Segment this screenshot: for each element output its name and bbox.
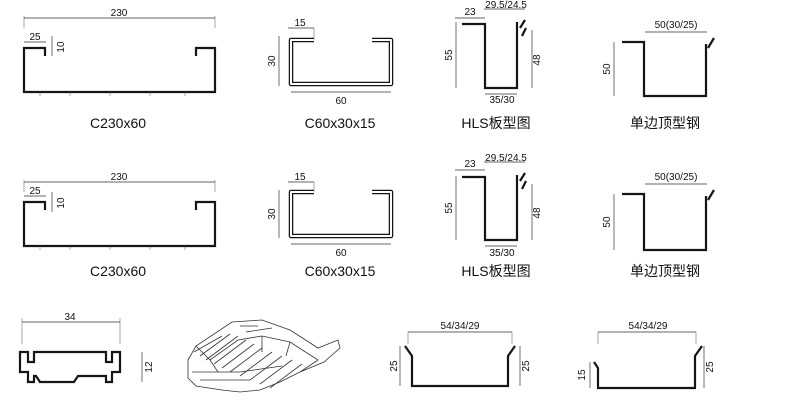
hls-top-left-label: 23 (464, 159, 476, 170)
rail-height-label: 12 (144, 361, 155, 373)
c60-drawing-row1: 15 30 60 C60x30x15 (267, 18, 394, 131)
rail-width-label: 34 (64, 312, 76, 323)
single-height-label: 50 (602, 216, 613, 228)
c60-lip-label: 15 (294, 172, 306, 183)
channel-b-left-label: 15 (577, 369, 588, 381)
single-top-label: 50(30/25) (655, 20, 698, 31)
channel-b-right-label: 25 (705, 361, 716, 373)
hls-right-height-label: 48 (532, 54, 543, 66)
channel-a-right-label: 25 (521, 360, 532, 372)
hls-top-right-label: 29.5/24.5 (485, 153, 527, 164)
c60-lip-label: 15 (294, 18, 306, 29)
c230-width-label: 230 (111, 8, 128, 19)
single-caption: 单边顶型钢 (630, 115, 700, 131)
single-top-label: 50(30/25) (655, 172, 698, 183)
c60-caption: C60x30x15 (305, 115, 376, 131)
channel-a-drawing: 54/34/29 25 25 (389, 321, 532, 388)
c230-lip-label: 25 (29, 186, 41, 197)
channel-b-width-label: 54/34/29 (629, 321, 668, 332)
single-height-label: 50 (602, 63, 613, 75)
c60-drawing-row2: 15 30 60 C60x30x15 (267, 172, 394, 279)
hls-left-height-label: 55 (444, 49, 455, 61)
c60-height-label: 30 (267, 55, 278, 67)
c230-width-label: 230 (111, 172, 128, 183)
c60-caption: C60x30x15 (305, 263, 376, 279)
hls-drawing-row2: 23 29.5/24.5 55 48 35/30 HLS板型图 (444, 153, 543, 279)
hls-caption: HLS板型图 (461, 115, 530, 131)
hls-right-height-label: 48 (532, 207, 543, 219)
channel-a-left-label: 25 (389, 360, 400, 372)
single-side-drawing-row2: 50(30/25) 50 单边顶型钢 (602, 172, 715, 279)
hls-bottom-label: 35/30 (489, 95, 514, 106)
hls-top-right-label: 29.5/24.5 (485, 0, 527, 11)
c60-width-label: 60 (335, 96, 347, 107)
hls-left-height-label: 55 (444, 202, 455, 214)
c230-drawing-row1: 230 25 10 C230x60 (22, 8, 217, 131)
corrugated-sheet-sketch (187, 319, 341, 393)
hls-caption: HLS板型图 (461, 263, 530, 279)
rail-drawing: 34 12 (18, 312, 155, 384)
channel-a-width-label: 54/34/29 (441, 321, 480, 332)
c230-lip-label: 25 (29, 32, 41, 43)
c230-flange-label: 10 (56, 41, 67, 53)
c230-drawing-row2: 230 25 10 C230x60 (22, 172, 217, 279)
c230-caption: C230x60 (90, 263, 146, 279)
hls-drawing-row1: 23 29.5/24.5 55 48 35/30 HLS板型图 (444, 0, 543, 131)
hls-top-left-label: 23 (464, 7, 476, 18)
c60-width-label: 60 (335, 248, 347, 259)
hls-bottom-label: 35/30 (489, 248, 514, 259)
single-caption: 单边顶型钢 (630, 263, 700, 279)
single-side-drawing-row1: 50(30/25) 50 单边顶型钢 (602, 20, 715, 131)
channel-b-drawing: 54/34/29 15 25 (577, 321, 716, 390)
c230-flange-label: 10 (56, 197, 67, 209)
c60-height-label: 30 (267, 208, 278, 220)
c230-caption: C230x60 (90, 115, 146, 131)
